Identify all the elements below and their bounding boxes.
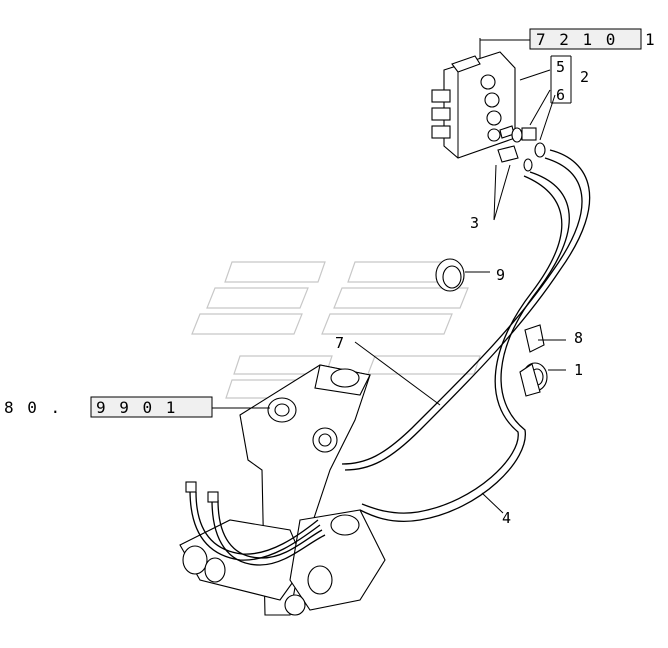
small-fittings bbox=[519, 324, 548, 397]
reference-left-code: 9 9 0 1 bbox=[96, 398, 177, 417]
swing-bracket bbox=[179, 364, 386, 616]
hose-clamp bbox=[435, 258, 465, 292]
callout-6: 6 bbox=[556, 86, 565, 104]
callouts: 1 2 3 4 5 6 7 8 9 bbox=[335, 58, 589, 527]
control-valve-assembly bbox=[431, 38, 519, 163]
callout-5: 5 bbox=[556, 58, 565, 76]
reference-top-suffix: 1 bbox=[645, 30, 657, 49]
reference-left-prefix: 8 0 . bbox=[4, 398, 62, 417]
callout-4: 4 bbox=[502, 509, 511, 527]
hydraulic-hoses bbox=[341, 149, 591, 522]
fitting-rings bbox=[511, 127, 546, 172]
callout-8: 8 bbox=[574, 329, 583, 347]
callout-9: 9 bbox=[496, 266, 505, 284]
callout-1: 1 bbox=[574, 361, 583, 379]
leader-lines bbox=[212, 39, 572, 514]
reference-left: 8 0 . 9 9 0 1 bbox=[4, 396, 213, 418]
callout-7: 7 bbox=[335, 334, 344, 352]
callout-2: 2 bbox=[580, 68, 589, 86]
callout-3: 3 bbox=[470, 214, 479, 232]
reference-top: 7 2 1 0 1 bbox=[529, 28, 657, 50]
reference-top-code: 7 2 1 0 bbox=[536, 30, 617, 49]
bracket-hose-ends bbox=[185, 481, 326, 566]
